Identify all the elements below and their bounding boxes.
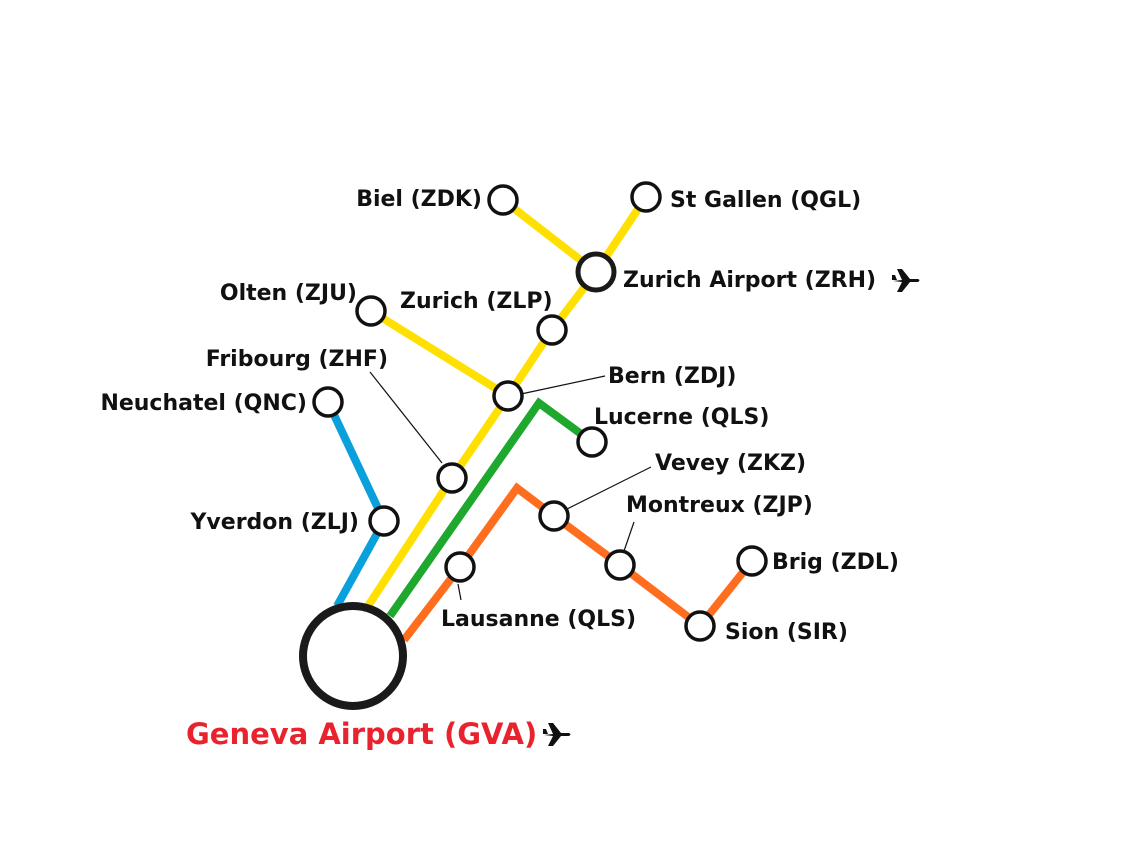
label-montreux: Montreux (ZJP) — [626, 493, 813, 518]
vevey-leader-line — [566, 466, 652, 510]
label-lausanne: Lausanne (QLS) — [441, 607, 636, 632]
blue-line — [324, 400, 389, 608]
station-lausanne[interactable] — [444, 551, 476, 583]
airplane-icon — [543, 723, 571, 746]
label-zurich: Zurich (ZLP) — [400, 289, 553, 314]
fribourg-leader-line — [369, 371, 443, 464]
station-yverdon[interactable] — [368, 505, 400, 537]
bern-leader-line — [520, 375, 606, 395]
yellow-line-olten-branch — [368, 307, 511, 400]
label-olten: Olten (ZJU) — [220, 281, 357, 306]
hub-label: Geneva Airport (GVA) — [186, 717, 537, 751]
station-st-gallen[interactable] — [630, 181, 662, 213]
label-sion: Sion (SIR) — [725, 620, 848, 645]
station-lucerne[interactable] — [576, 426, 608, 458]
label-st-gallen: St Gallen (QGL) — [670, 188, 861, 213]
station-bern[interactable] — [492, 380, 524, 412]
station-zurich-airport[interactable] — [575, 251, 617, 293]
lausanne-leader-line — [457, 583, 462, 601]
station-vevey[interactable] — [538, 500, 570, 532]
geneva-airport-hub-station[interactable] — [299, 602, 407, 710]
label-fribourg: Fribourg (ZHF) — [206, 347, 388, 372]
montreux-leader-line — [623, 521, 635, 552]
airplane-icon — [892, 269, 920, 292]
station-fribourg[interactable] — [436, 462, 468, 494]
station-brig[interactable] — [736, 545, 768, 577]
station-zurich[interactable] — [536, 314, 568, 346]
station-olten[interactable] — [355, 295, 387, 327]
station-neuchatel[interactable] — [312, 386, 344, 418]
green-line — [386, 397, 595, 619]
label-neuchatel: Neuchatel (QNC) — [100, 391, 307, 416]
label-bern: Bern (ZDJ) — [608, 364, 736, 389]
station-sion[interactable] — [684, 610, 716, 642]
label-zurich-airport: Zurich Airport (ZRH) — [623, 268, 876, 293]
station-montreux[interactable] — [604, 549, 636, 581]
label-yverdon: Yverdon (ZLJ) — [190, 510, 360, 535]
label-vevey: Vevey (ZKZ) — [655, 451, 806, 476]
label-lucerne: Lucerne (QLS) — [594, 405, 769, 430]
label-biel: Biel (ZDK) — [356, 187, 482, 212]
station-biel[interactable] — [487, 184, 519, 216]
label-brig: Brig (ZDL) — [772, 550, 899, 575]
